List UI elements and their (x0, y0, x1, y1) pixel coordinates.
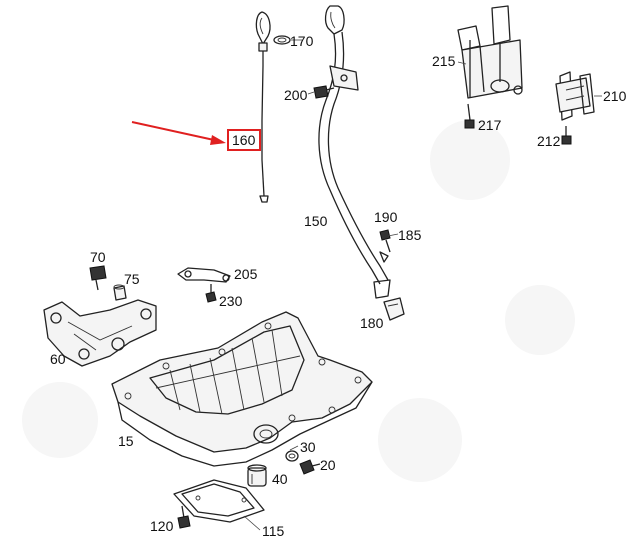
callout-212: 212 (537, 133, 561, 149)
callout-150: 150 (304, 213, 328, 229)
callout-180: 180 (360, 315, 384, 331)
callout-30: 30 (300, 439, 316, 455)
clip-185[interactable] (379, 233, 399, 263)
callout-15: 15 (118, 433, 134, 449)
callout-170: 170 (290, 33, 314, 49)
callout-210: 210 (603, 88, 627, 104)
callout-115: 115 (262, 523, 285, 539)
callout-190: 190 (374, 209, 398, 225)
bracket-210[interactable] (555, 71, 602, 121)
callout-200: 200 (284, 87, 308, 103)
o-ring-180[interactable] (383, 297, 405, 321)
callout-217: 217 (478, 117, 502, 133)
sleeve-75[interactable] (113, 284, 127, 301)
callout-185: 185 (398, 227, 422, 243)
bolt-120[interactable] (177, 505, 191, 529)
seal-ring-170[interactable] (273, 35, 302, 45)
bracket-205[interactable] (177, 267, 231, 283)
callout-60: 60 (50, 351, 66, 367)
callout-230: 230 (219, 293, 243, 309)
callout-20: 20 (320, 457, 336, 473)
watermark (22, 120, 575, 482)
drain-plug-30[interactable] (285, 445, 299, 462)
dipstick-160[interactable] (255, 11, 271, 203)
callout-70: 70 (90, 249, 106, 265)
bolt-70[interactable] (89, 265, 107, 291)
oil-sensor-40[interactable] (247, 464, 267, 487)
bolt-212[interactable] (561, 126, 572, 145)
engine-mount-60[interactable] (43, 299, 157, 367)
callout-160: 160 (232, 132, 256, 148)
bolt-200[interactable] (307, 85, 335, 99)
bolt-230[interactable] (205, 284, 217, 303)
callout-40: 40 (272, 471, 288, 487)
screw-plug-20[interactable] (299, 459, 321, 475)
callout-205: 205 (234, 266, 258, 282)
callout-215: 215 (432, 53, 456, 69)
gasket-115[interactable] (173, 479, 265, 531)
highlight-arrow (131, 121, 226, 145)
bolt-217[interactable] (464, 103, 475, 129)
callout-75: 75 (124, 271, 140, 287)
bracket-215[interactable] (457, 5, 523, 99)
guide-tube-150[interactable] (318, 5, 391, 299)
bolt-190[interactable] (379, 229, 391, 253)
callout-120: 120 (150, 518, 174, 534)
oil-pan-15[interactable] (111, 311, 373, 467)
highlight-box-160 (227, 129, 261, 151)
